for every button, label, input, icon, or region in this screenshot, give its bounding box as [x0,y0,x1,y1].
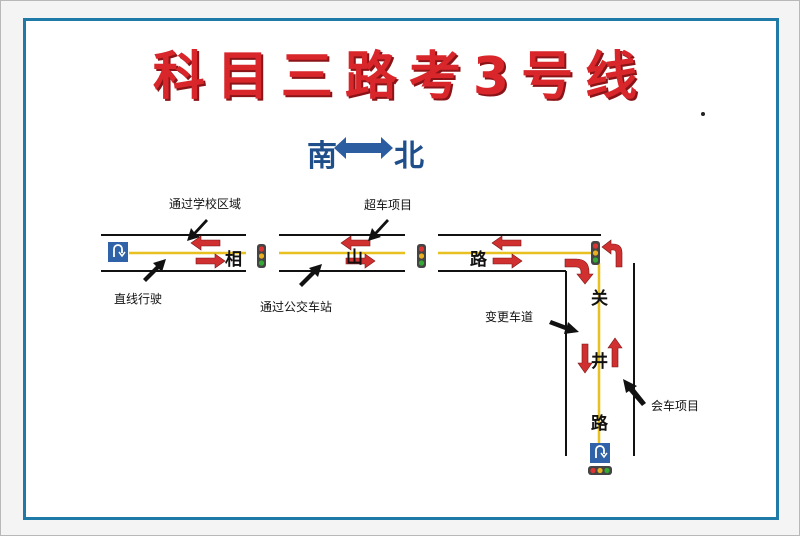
road-name-char: 井 [591,352,608,372]
road-name-char: 山 [346,248,363,268]
label-lane-change: 变更车道 [485,310,534,324]
lane-arrow-icon [190,235,226,269]
road-name-char: 相 [225,250,242,270]
traffic-light-icon [591,241,600,265]
start-u-turn-sign-icon [108,242,128,262]
road-segment-2 [279,234,405,272]
pointer-arrow-icon [549,320,579,334]
road-name-char: 路 [591,414,608,434]
road-name-char: 关 [591,289,608,309]
direction-south: 南 [307,139,337,174]
label-overtake: 超车项目 [364,198,413,212]
label-bus-stop: 通过公交车站 [260,300,333,314]
lane-arrow-icon [340,235,376,269]
diagram-title: 科目三路考3号线 [152,47,650,107]
pointer-arrow-icon [143,259,166,282]
turn-left-arrow-icon [601,239,623,268]
label-straight-driving: 直线行驶 [114,292,163,306]
direction-north: 北 [394,139,424,174]
lane-arrow-icon [577,337,623,374]
road-segment-vertical [565,263,635,456]
label-school-zone: 通过学校区域 [169,197,242,211]
stray-dot [701,112,705,116]
road-name-char: 路 [470,250,487,270]
traffic-light-icon [417,244,426,268]
pointer-arrow-icon [299,264,322,287]
end-u-turn-sign-icon [590,443,610,463]
traffic-light-icon [257,244,266,268]
pointer-arrow-icon [623,379,646,406]
turn-right-arrow-icon [564,258,594,285]
south-north-arrow-icon [334,137,393,159]
label-meeting: 会车项目 [651,399,700,413]
road-segment-3 [438,234,601,272]
pointer-arrow-icon [368,219,389,241]
lane-arrow-icon [491,235,523,269]
diagram-frame [23,18,779,520]
road-segment-1 [101,234,246,272]
pointer-arrow-icon [187,219,208,241]
traffic-light-horizontal-icon [588,466,612,475]
